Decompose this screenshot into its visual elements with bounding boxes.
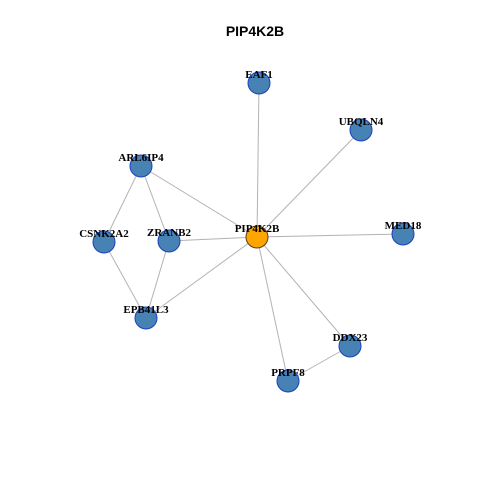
node-label-epb41l3: EPB41L3	[123, 304, 169, 316]
node-med18[interactable]	[391, 222, 415, 246]
node-csnk2a2[interactable]	[92, 230, 116, 254]
edge-pip4k2b-ddx23	[256, 236, 351, 347]
edge-pip4k2b-zranb2	[168, 236, 258, 242]
node-label-ddx23: DDX23	[333, 332, 368, 344]
node-ddx23[interactable]	[338, 334, 362, 358]
edges-layer	[103, 82, 404, 382]
edge-csnk2a2-epb41l3	[103, 241, 147, 319]
node-label-prpf8: PRPF8	[271, 367, 305, 379]
node-label-csnk2a2: CSNK2A2	[79, 228, 129, 240]
edge-zranb2-epb41l3	[145, 240, 170, 319]
node-prpf8[interactable]	[276, 369, 300, 393]
edge-pip4k2b-med18	[256, 233, 404, 238]
node-label-ubqln4: UBQLN4	[339, 116, 384, 128]
edge-pip4k2b-prpf8	[256, 236, 289, 382]
nodes-layer	[92, 71, 415, 393]
node-label-arl6ip4: ARL6IP4	[118, 152, 164, 164]
edge-pip4k2b-arl6ip4	[140, 165, 258, 238]
node-eaf1[interactable]	[247, 71, 271, 95]
node-label-zranb2: ZRANB2	[147, 227, 192, 239]
node-label-pip4k2b: PIP4K2B	[235, 223, 280, 235]
node-label-med18: MED18	[385, 220, 422, 232]
edge-pip4k2b-eaf1	[256, 82, 260, 238]
edge-arl6ip4-csnk2a2	[103, 165, 142, 243]
node-label-eaf1: EAF1	[245, 69, 273, 81]
node-zranb2[interactable]	[157, 229, 181, 253]
node-pip4k2b[interactable]	[245, 225, 269, 249]
edge-ddx23-prpf8	[287, 345, 351, 382]
node-arl6ip4[interactable]	[129, 154, 153, 178]
node-epb41l3[interactable]	[134, 306, 158, 330]
diagram-title: PIP4K2B	[226, 23, 284, 39]
edge-arl6ip4-zranb2	[140, 165, 170, 242]
edge-pip4k2b-epb41l3	[145, 236, 258, 319]
edge-pip4k2b-ubqln4	[256, 129, 362, 238]
node-ubqln4[interactable]	[349, 118, 373, 142]
